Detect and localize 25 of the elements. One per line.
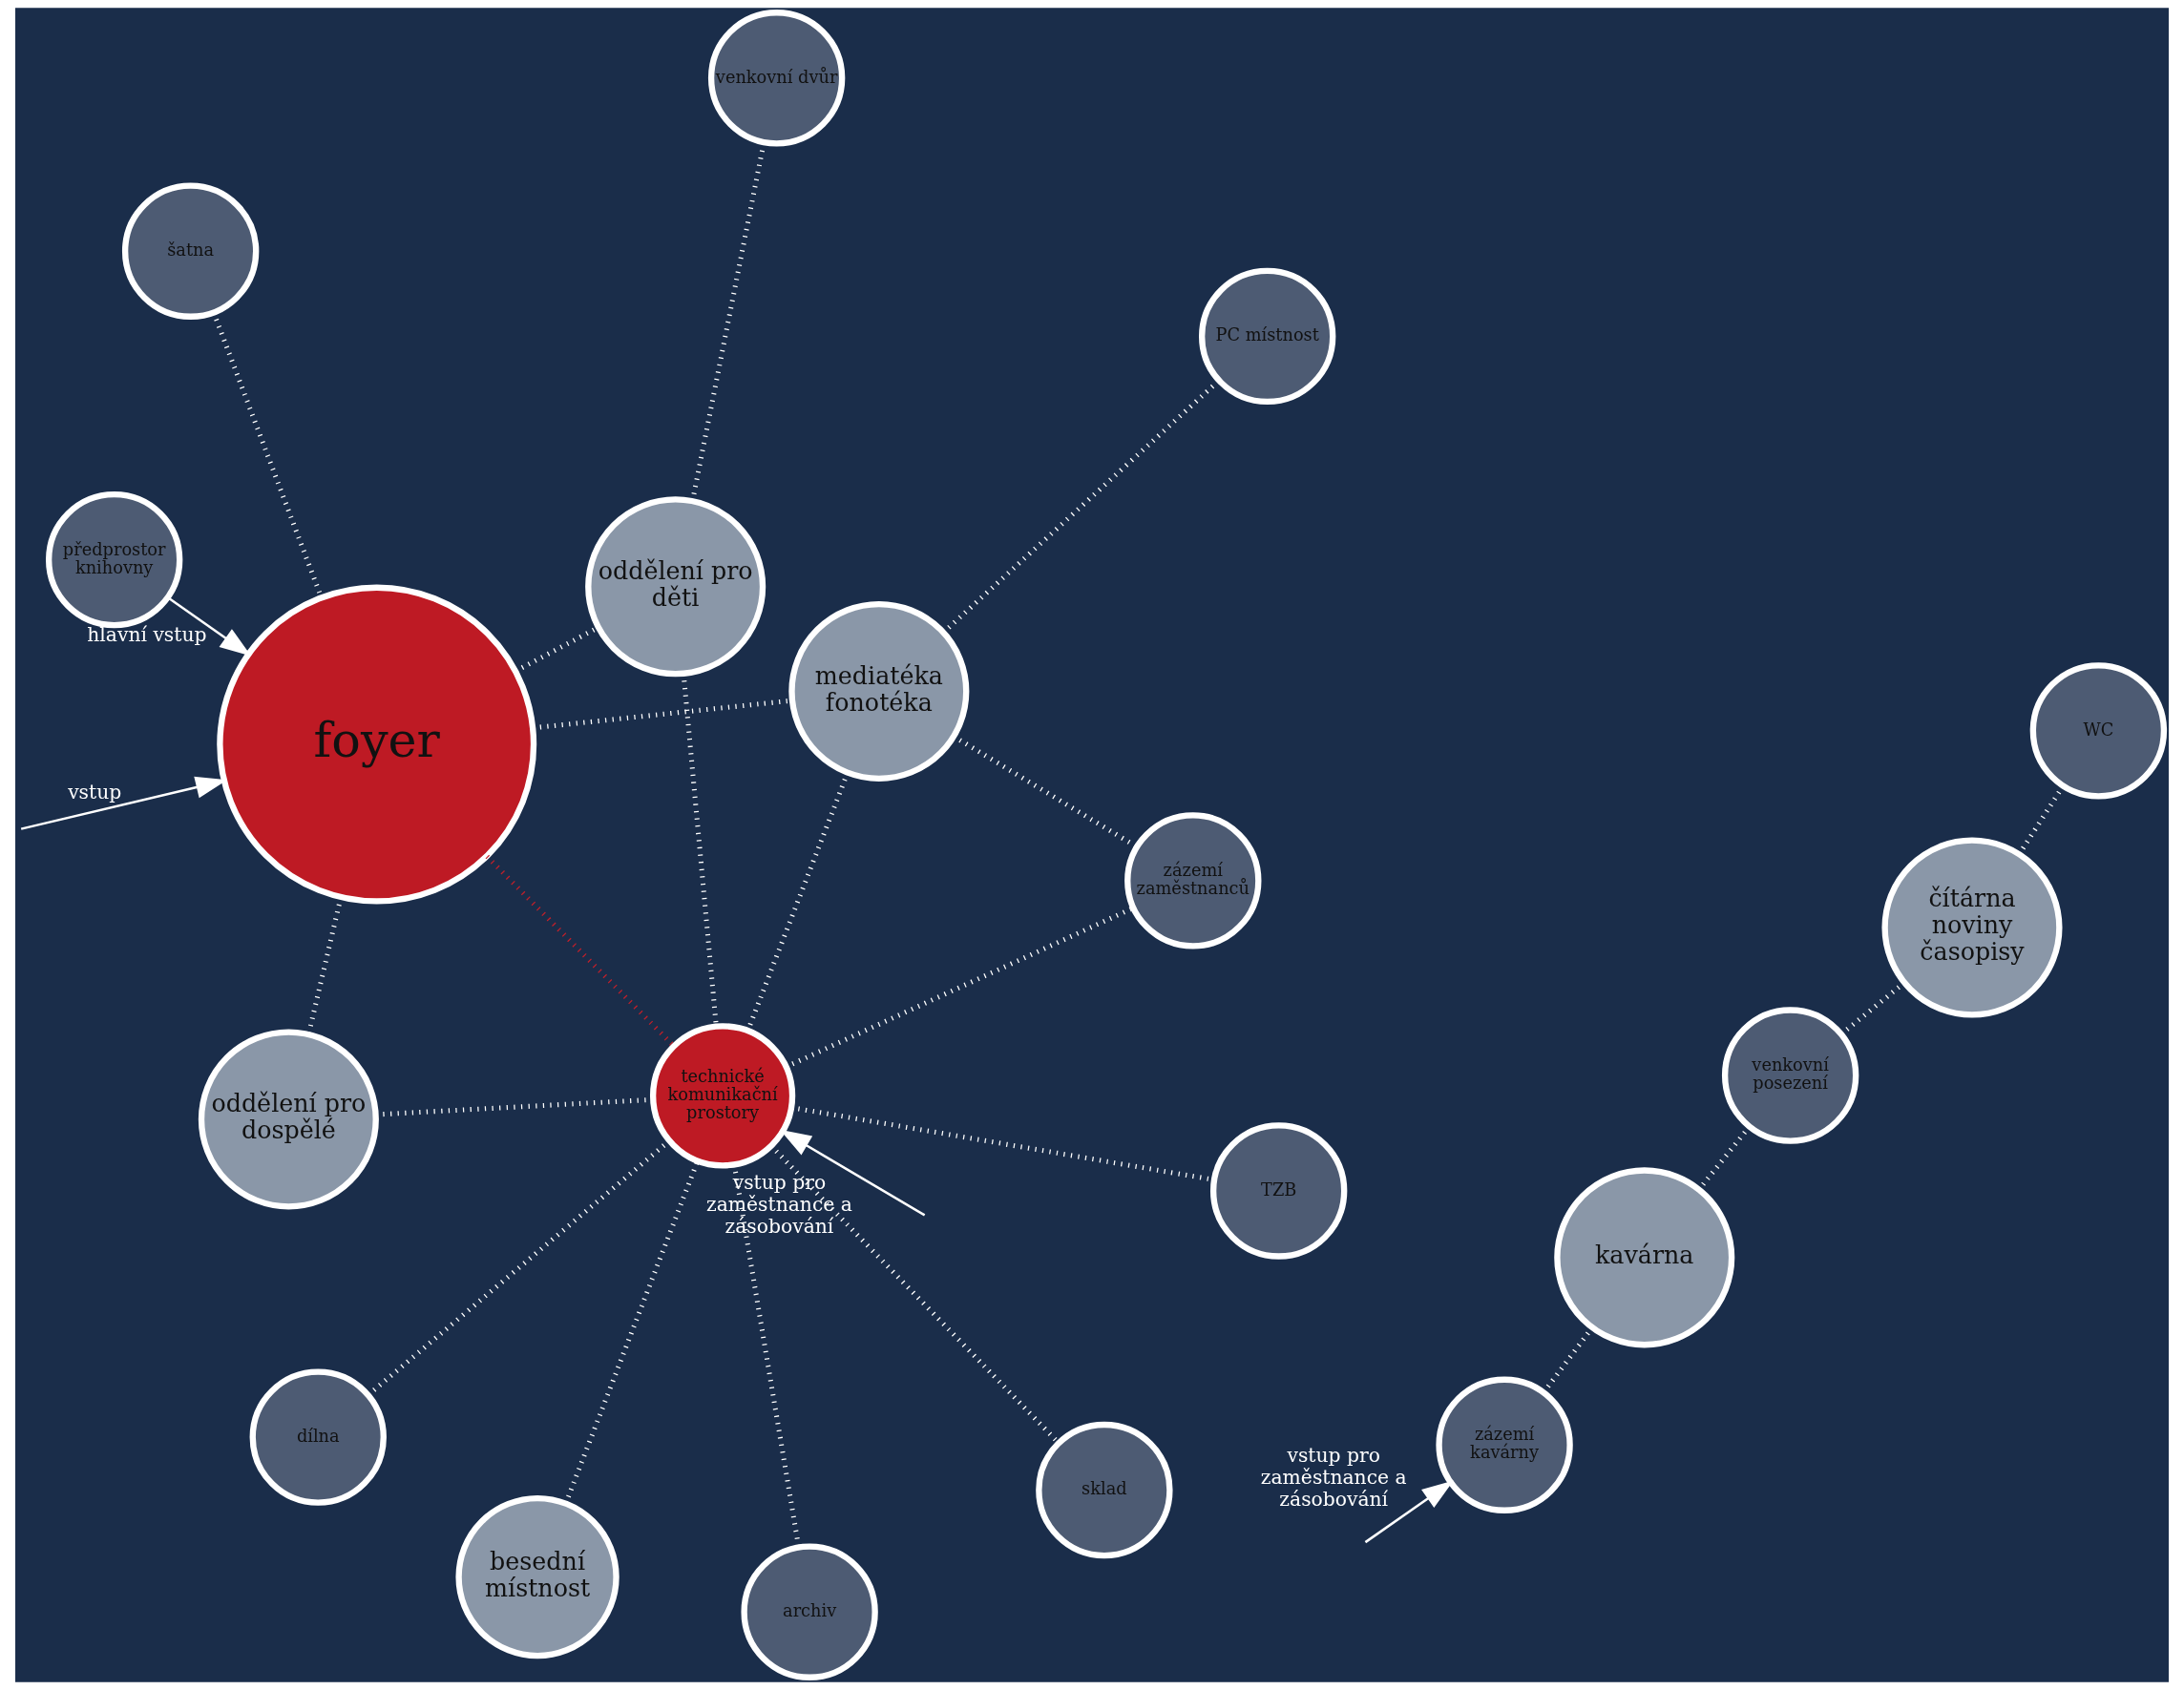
edge-label: vstup pro zaměstnance a zásobování: [706, 1170, 852, 1238]
edge-label: vstup: [68, 780, 122, 803]
node-circle: zázemí kavárny: [1436, 1376, 1573, 1513]
node-circle: venkovní posezení: [1721, 1007, 1859, 1144]
node-circle: kavárna: [1554, 1167, 1735, 1348]
node-circle: čítárna noviny časopisy: [1881, 837, 2063, 1018]
node-circle: šatna: [121, 182, 260, 320]
node-circle: archiv: [741, 1543, 878, 1680]
node-circle: dílna: [249, 1368, 387, 1506]
connector: [485, 854, 676, 1048]
node-circle: mediatéka fonotéka: [788, 600, 970, 782]
node-circle: oddělení pro děti: [585, 496, 766, 678]
node-circle: sklad: [1036, 1421, 1173, 1559]
arrow: [167, 596, 252, 657]
node-circle: zázemí zaměstnanců: [1124, 812, 1262, 949]
node-circle: venkovní dvůr: [707, 10, 846, 147]
node-circle: oddělení pro dospělé: [198, 1029, 379, 1210]
edge-label: vstup pro zaměstnance a zásobování: [1260, 1444, 1407, 1512]
node-circle: PC místnost: [1199, 267, 1336, 406]
arrow: [1364, 1480, 1454, 1544]
node-circle: besední místnost: [455, 1494, 620, 1659]
node-circle: TZB: [1209, 1122, 1348, 1260]
arrow: [779, 1129, 926, 1217]
node-circle: WC: [2029, 662, 2168, 800]
node-circle: technické komunikační prostory: [649, 1023, 796, 1169]
